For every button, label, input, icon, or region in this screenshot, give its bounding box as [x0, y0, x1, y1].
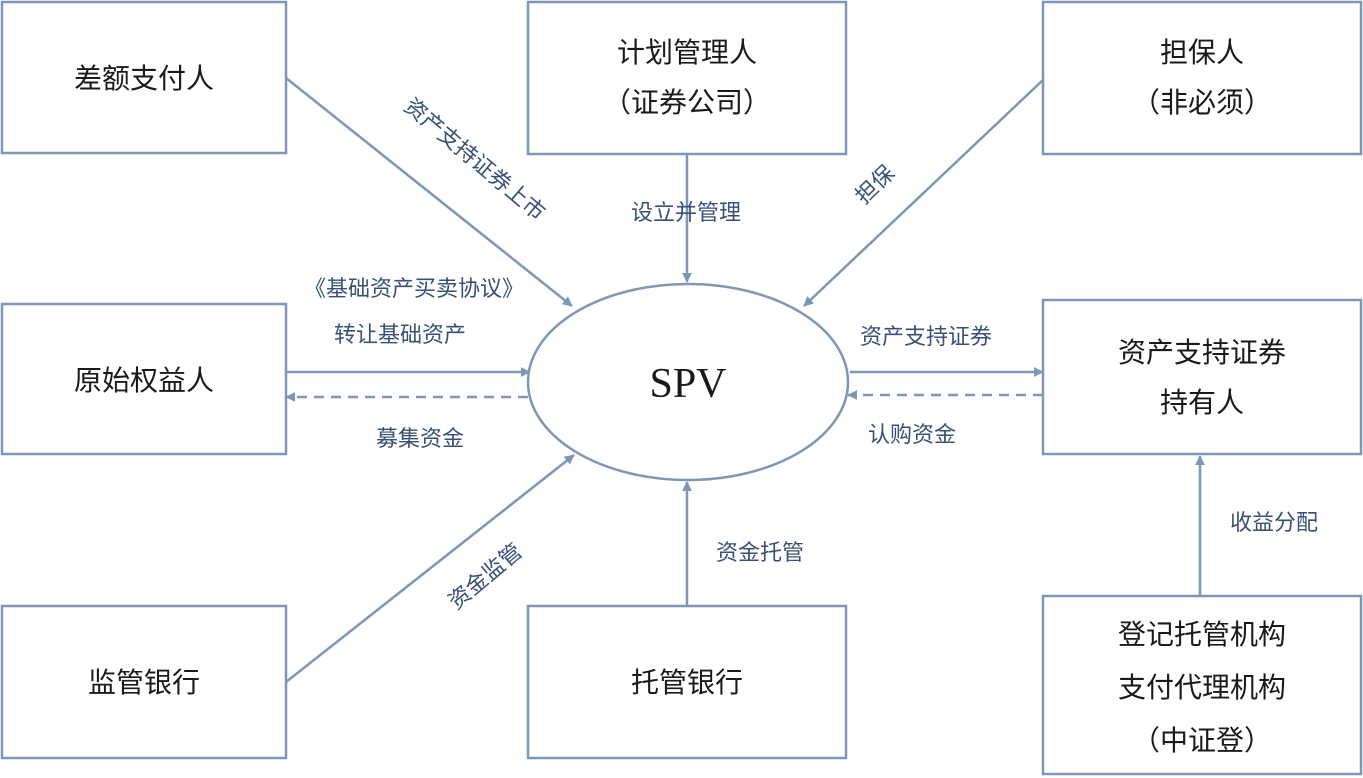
label-raise-funds: 募集资金: [376, 427, 464, 452]
plan-manager-line-2: （证券公司）: [603, 86, 771, 119]
registrar-line-3: （中证登）: [1132, 724, 1272, 757]
originator-line-1: 原始权益人: [74, 364, 214, 397]
box-custodian-bank: 托管银行: [526, 604, 848, 760]
label-guarantee: 担保: [851, 161, 900, 210]
custodian-bank-line-1: 托管银行: [631, 666, 743, 699]
box-originator: 原始权益人: [0, 302, 288, 456]
abs-holder-line-2: 持有人: [1160, 386, 1244, 419]
label-abs-securities: 资产支持证券: [860, 325, 992, 350]
box-guarantor: 担保人 （非必须）: [1041, 0, 1363, 156]
label-asset-agreement: 《基础资产买卖协议》: [304, 277, 524, 302]
spv-label: SPV: [649, 361, 726, 407]
box-registrar: 登记托管机构 支付代理机构 （中证登）: [1041, 594, 1363, 776]
label-setup-manage: 设立并管理: [631, 201, 741, 226]
label-subscribe-funds: 认购资金: [868, 423, 956, 448]
arrow-difference-payer-to-spv: [285, 77, 573, 307]
abs-holder-line-1: 资产支持证券: [1118, 336, 1286, 369]
label-income-distribution: 收益分配: [1230, 511, 1318, 536]
label-transfer-assets: 转让基础资产: [334, 323, 466, 348]
supervising-bank-line-1: 监管银行: [88, 666, 200, 699]
spv-node: SPV: [526, 282, 850, 482]
box-plan-manager: 计划管理人 （证券公司）: [526, 0, 848, 156]
box-supervising-bank: 监管银行: [0, 604, 288, 760]
label-fund-supervision: 资金监管: [444, 539, 527, 615]
arrow-supervising-bank-to-spv: [285, 454, 575, 683]
registrar-line-2: 支付代理机构: [1118, 671, 1286, 704]
guarantor-line-1: 担保人: [1160, 36, 1244, 69]
difference-payer-line-1: 差额支付人: [74, 62, 214, 95]
box-abs-holder: 资产支持证券 持有人: [1041, 298, 1363, 456]
box-difference-payer: 差额支付人: [0, 0, 288, 155]
label-fund-custody: 资金托管: [716, 541, 804, 566]
guarantor-line-2: （非必须）: [1132, 86, 1272, 119]
plan-manager-line-1: 计划管理人: [617, 36, 757, 69]
registrar-line-1: 登记托管机构: [1118, 618, 1286, 651]
arrow-guarantor-to-spv: [803, 79, 1044, 307]
